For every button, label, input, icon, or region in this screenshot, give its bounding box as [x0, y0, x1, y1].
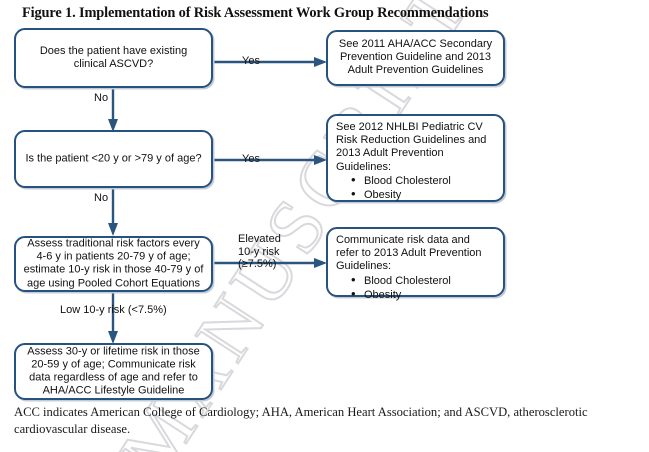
node-assess-lifetime-risk: Assess 30-y or lifetime risk in those 20…: [14, 343, 213, 400]
edge-label-yes-2: Yes: [242, 153, 260, 165]
node-out3-line3: Guidelines:: [336, 260, 392, 273]
node-question-age-range: Is the patient <20 y or >79 y of age?: [14, 130, 213, 188]
edge-label-low-risk: Low 10-y risk (<7.5%): [60, 304, 167, 316]
edge-label-no-1: No: [94, 92, 109, 104]
node-outcome-pediatric-guidelines: See 2012 NHLBI Pediatric CV Risk Reducti…: [326, 114, 505, 202]
node-out1-line3: Adult Prevention Guidelines: [347, 64, 484, 77]
list-item: Blood Cholesterol: [351, 273, 498, 288]
node-outcome-secondary-prevention: See 2011 AHA/ACC Secondary Prevention Gu…: [326, 30, 505, 86]
node-q1-line2: clinical ASCVD?: [73, 58, 154, 70]
list-item: Obesity: [351, 187, 498, 202]
edge-label-elevated-risk: Elevated 10-y risk (≥7.5%): [238, 233, 298, 271]
node-q3-line3: estimate 10-y risk in those 40-79 y of: [23, 264, 204, 276]
connector-q1-to-out1: [211, 54, 329, 70]
node-out2-line4: Guidelines:: [336, 160, 392, 173]
node-assess-traditional-risk-factors: Assess traditional risk factors every 4-…: [14, 236, 213, 292]
connector-q3-to-final: [105, 290, 121, 346]
node-q3-line2: 4-6 y in patients 20-79 y of age;: [36, 250, 191, 263]
figure-footnote: ACC indicates American College of Cardio…: [14, 404, 639, 438]
node-out2-line3: 2013 Adult Prevention: [336, 147, 444, 160]
node-q3-line4: age using Pooled Cohort Equations: [26, 277, 201, 290]
list-item: Blood Cholesterol: [351, 173, 498, 188]
footnote-line2: cardiovascular disease.: [14, 422, 131, 436]
connector-q2-to-out2: [211, 152, 329, 168]
node-question-existing-ascvd: Does the patient have existing clinical …: [14, 28, 213, 88]
connector-q3-to-out3: [211, 255, 329, 271]
node-final-line2: 20-59 y of age; Communicate risk: [31, 358, 196, 371]
list-item: Obesity: [351, 287, 498, 302]
node-q3-line1: Assess traditional risk factors every: [27, 237, 200, 250]
node-q1-line1: Does the patient have existing: [39, 44, 188, 57]
node-outcome-communicate-risk: Communicate risk data and refer to 2013 …: [326, 227, 505, 301]
edge-label-elevated-line1: Elevated: [238, 233, 281, 245]
connector-q2-to-q3: [105, 188, 121, 238]
node-out3-bullet-list: Blood Cholesterol Obesity: [336, 273, 498, 302]
node-final-line4: AHA/ACC Lifestyle Guideline: [42, 384, 185, 397]
node-out2-line1: See 2012 NHLBI Pediatric CV: [336, 121, 483, 133]
footnote-line1: ACC indicates American College of Cardio…: [14, 405, 588, 419]
node-out2-line2: Risk Reduction Guidelines and: [336, 134, 487, 147]
node-final-line1: Assess 30-y or lifetime risk in those: [27, 345, 200, 358]
node-final-line3: data regardless of age and refer to: [29, 371, 198, 384]
node-out2-bullet-list: Blood Cholesterol Obesity: [336, 173, 498, 202]
node-out1-line2: Prevention Guideline and 2013: [339, 51, 492, 64]
node-out1-line1: See 2011 AHA/ACC Secondary: [338, 38, 493, 51]
node-out3-line1: Communicate risk data and: [336, 234, 470, 246]
edge-label-no-2: No: [94, 192, 109, 204]
connector-q1-to-q2: [105, 88, 121, 134]
figure-title: Figure 1. Implementation of Risk Assessm…: [22, 5, 489, 21]
edge-label-elevated-line2: 10-y risk: [238, 245, 280, 258]
edge-label-elevated-line3: (≥7.5%): [238, 258, 277, 271]
node-out3-line2: refer to 2013 Adult Prevention: [336, 247, 482, 260]
node-q2-line1: Is the patient <20 y or >79 y of age?: [25, 152, 202, 165]
edge-label-yes-1: Yes: [242, 55, 260, 67]
